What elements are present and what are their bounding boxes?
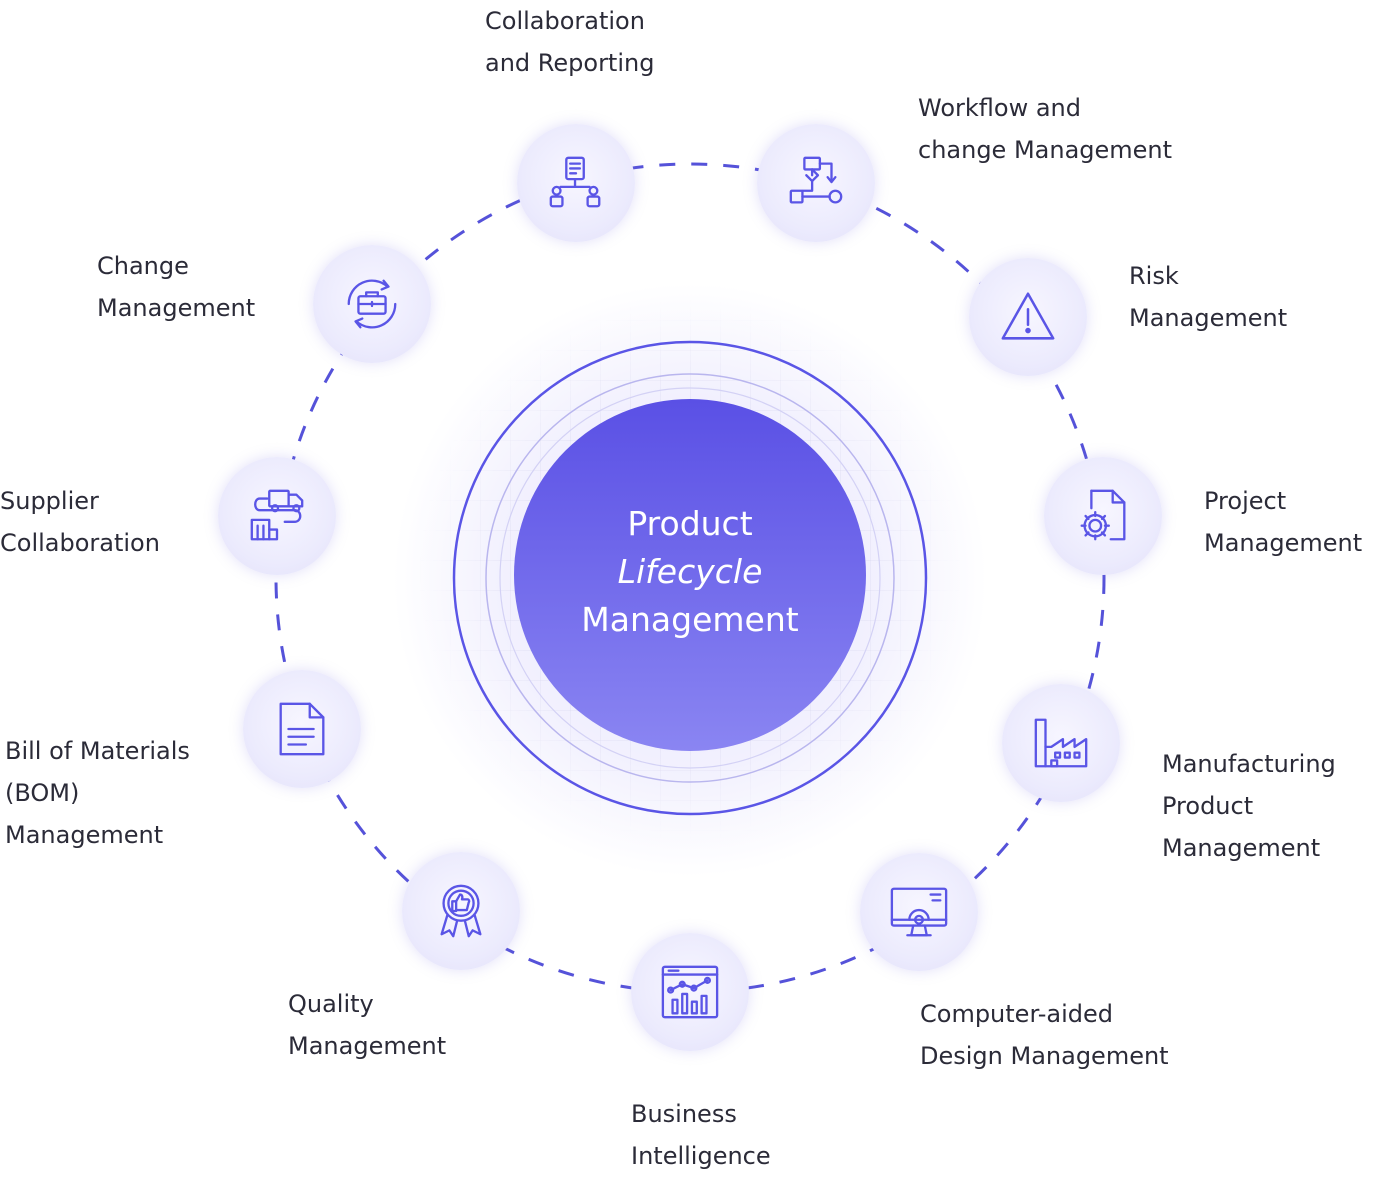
label-risk: Risk Management <box>1129 262 1288 332</box>
inner-faint-ring-1 <box>485 373 895 783</box>
node-collaboration-reporting <box>517 124 635 242</box>
node-cad <box>860 853 978 971</box>
monitor-gear-icon <box>890 887 948 937</box>
award-thumbs-up-icon <box>440 884 482 938</box>
outer-solid-ring <box>452 340 928 816</box>
node-supplier <box>218 457 336 575</box>
briefcase-cycle-icon <box>347 279 397 329</box>
label-collaboration-reporting: Collaboration and Reporting <box>485 7 655 77</box>
document-icon <box>279 702 325 756</box>
node-change-management <box>313 245 431 363</box>
label-manufacturing: Manufacturing Product Management <box>1162 750 1336 862</box>
node-bom <box>243 670 361 788</box>
warning-icon <box>1001 292 1055 340</box>
center-title: Product Lifecycle Management <box>515 500 865 644</box>
label-quality: Quality Management <box>288 990 447 1060</box>
label-project: Project Management <box>1204 487 1363 557</box>
label-business-intelligence: Business Intelligence <box>631 1100 771 1170</box>
node-project <box>1044 457 1162 575</box>
label-change-management: Change Management <box>97 252 256 322</box>
document-gear-icon <box>1080 489 1126 541</box>
inner-faint-ring-2 <box>499 387 881 769</box>
workflow-icon <box>789 156 843 204</box>
label-cad: Computer-aided Design Management <box>920 1000 1169 1070</box>
node-quality <box>402 852 520 970</box>
team-report-icon <box>549 156 601 208</box>
node-manufacturing <box>1002 684 1120 802</box>
analytics-chart-icon <box>661 965 719 1019</box>
node-risk <box>969 258 1087 376</box>
delivery-truck-icon <box>250 489 304 541</box>
label-workflow-change: Workflow and change Management <box>918 94 1173 164</box>
factory-icon <box>1034 718 1088 768</box>
center-title-line-1: Product <box>627 504 753 543</box>
center-title-line-3: Management <box>581 600 799 639</box>
node-workflow-change <box>757 124 875 242</box>
center-circle <box>514 399 866 751</box>
label-supplier: Supplier Collaboration <box>0 487 160 557</box>
node-business-intelligence <box>631 933 749 1051</box>
label-bom: Bill of Materials (BOM) Management <box>5 737 190 849</box>
center-title-line-2: Lifecycle <box>617 552 763 591</box>
